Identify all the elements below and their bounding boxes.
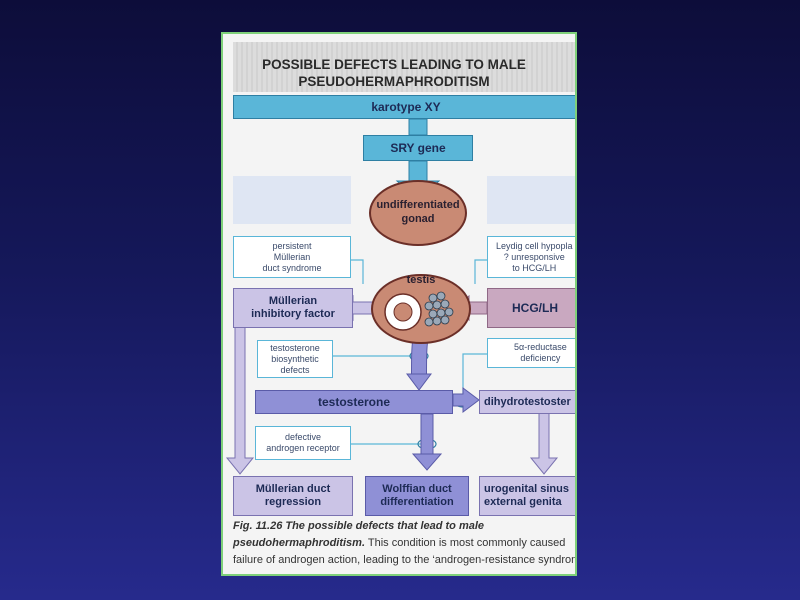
mullerian-regression-line-2: regression [264,496,322,508]
testosterone-to-wolffian-arrowhead [411,453,443,471]
mif-line-1: Müllerian [268,295,318,307]
pmds-connector [351,259,364,284]
caption-text-2: failure of androgen action, leading to t… [233,554,577,566]
pmds-line-2: Müllerian [273,251,311,262]
leydig-cells [424,291,454,327]
pmds-line-1: persistent [272,240,312,251]
hcg-box: HCG/LH [487,288,575,328]
testosterone-bar: testosterone [255,390,453,414]
title-band: POSSIBLE DEFECTS LEADING TO MALE PSEUDOH… [233,42,575,92]
undifferentiated-line-1: undifferentiated [376,199,460,211]
wolffian-line-2: differentiation [380,496,454,508]
reductase-connector [462,353,487,400]
mif-box: Müllerian inhibitory factor [233,288,353,328]
defect-pmds-box: persistent Müllerian duct syndrome [233,236,351,278]
tbd-line-3: defects [280,364,310,375]
title-line-2: PSEUDOHERMAPHRODITISM [298,74,490,89]
dht-bar: dihydrotestoster [479,390,575,414]
tbd-line-2: biosynthetic [271,353,319,364]
pmds-line-3: duct syndrome [262,262,322,273]
defect-biosynthetic-box: testosterone biosynthetic defects [257,340,333,378]
dht-label: dihydrotestoster [484,396,571,408]
undifferentiated-gonad-label: undifferentiated gonad [371,198,465,226]
dht-to-urogenital-arrow [529,411,559,475]
urogenital-box: urogenital sinus external genita [479,476,575,516]
figure-title: POSSIBLE DEFECTS LEADING TO MALE PSEUDOH… [233,56,555,90]
tubule-lumen [393,302,413,322]
caption-fig-continued: pseudohermaphroditism. [233,537,366,549]
karyotype-bar: karotype XY [233,95,575,119]
undifferentiated-line-2: gonad [401,213,435,225]
hcg-label: HCG/LH [512,301,558,315]
urogenital-line-1: urogenital sinus [484,483,569,495]
testis-label: testis [406,274,436,286]
receptor-line-2: androgen receptor [266,443,340,453]
defect-leydig-box: Leydig cell hypopla ? unresponsive to HC… [487,236,575,278]
reductase-line-2: deficiency [520,353,561,363]
testis-oval: testis [371,274,471,344]
caption-text-1: This condition is most commonly caused [365,537,566,549]
mif-line-2: inhibitory factor [251,308,335,320]
urogenital-line-2: external genita [484,496,562,508]
tbd-line-1: testosterone [270,342,320,353]
title-line-1: POSSIBLE DEFECTS LEADING TO MALE [262,57,526,72]
leydig-line-3: to HCG/LH [512,262,557,273]
figure-card: POSSIBLE DEFECTS LEADING TO MALE PSEUDOH… [221,32,577,576]
leydig-line-1: Leydig cell hypopla [496,240,573,251]
mullerian-regression-box: Müllerian duct regression [233,476,353,516]
figure-caption: Fig. 11.26 The possible defects that lea… [233,518,577,569]
sry-label: SRY gene [390,141,446,155]
caption-fig-label: Fig. 11.26 The possible defects that lea… [233,520,485,532]
defect-receptor-box: defective androgen receptor [255,426,351,460]
leydig-connector [474,259,487,284]
testosterone-to-wolffian-shaft [420,413,434,455]
pale-panel-right [487,176,575,224]
testosterone-label: testosterone [317,395,391,409]
testis-cells [384,291,454,331]
defect-reductase-box: 5α-reductase deficiency [487,338,575,368]
leydig-line-2: ? unresponsive [503,251,565,262]
wolffian-box: Wolffian duct differentiation [365,476,469,516]
undifferentiated-gonad-oval: undifferentiated gonad [369,180,467,246]
reductase-line-1: 5α-reductase [514,342,567,352]
testis-to-testosterone-arrowhead [406,373,432,391]
sry-to-gonad-shaft [408,160,428,182]
mullerian-regression-line-1: Müllerian duct [255,483,331,495]
pale-panel-left [233,176,351,224]
karyotype-to-sry-shaft [408,118,428,136]
karyotype-label: karotype XY [371,100,441,114]
wolffian-line-1: Wolffian duct [382,483,452,495]
receptor-line-1: defective [284,432,322,442]
testosterone-to-dht-arrow [452,387,480,413]
